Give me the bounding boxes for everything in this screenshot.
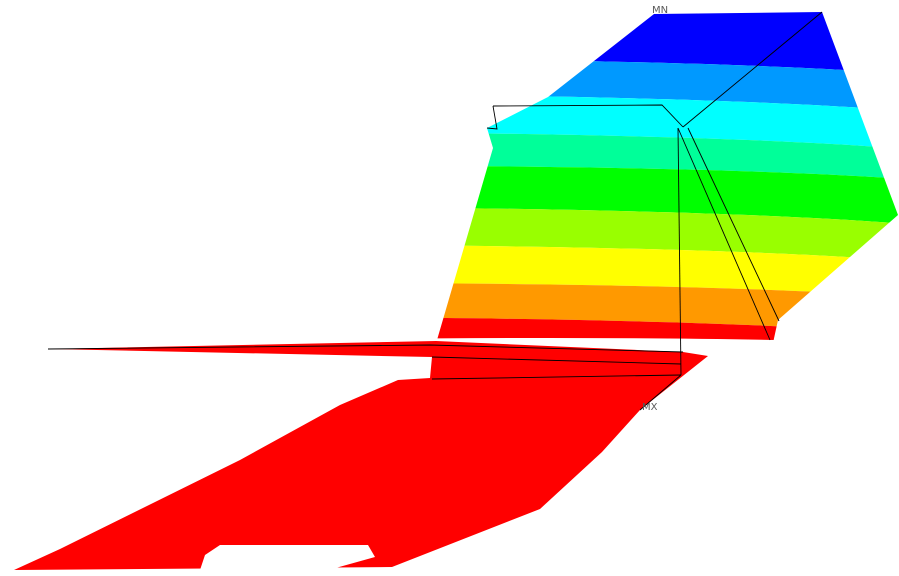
edge-line: [687, 127, 780, 322]
upper-contour-surface: [437, 12, 898, 345]
contour-band-9: [437, 316, 898, 345]
edge-line: [639, 374, 682, 411]
contour-band-8: [437, 282, 898, 335]
edge-line: [677, 127, 771, 341]
min-marker-label: MN: [652, 5, 668, 16]
edge-line: [677, 127, 682, 376]
edge-line: [47, 344, 684, 353]
edge-line: [431, 374, 682, 380]
contour-band-1: [437, 12, 898, 75]
max-marker-label: MX: [642, 402, 658, 413]
edge-line: [492, 104, 684, 128]
lower-red-region: [14, 341, 708, 570]
edge-line: [431, 356, 682, 365]
lower-contour-surface: [14, 341, 708, 570]
element-edges: [47, 11, 823, 411]
lower-notch: [200, 545, 375, 570]
edge-line: [682, 11, 823, 128]
edge-line: [486, 105, 498, 130]
